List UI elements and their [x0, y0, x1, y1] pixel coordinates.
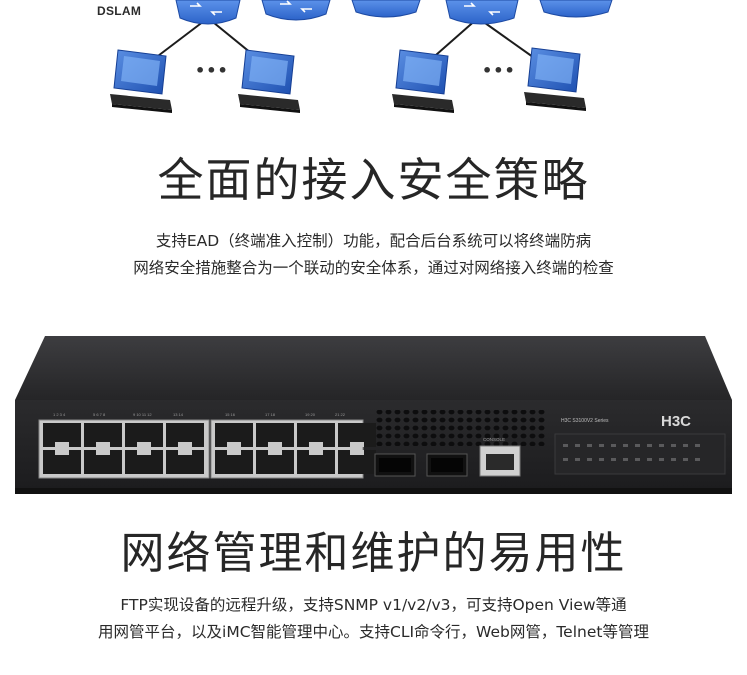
status-led — [659, 458, 664, 461]
status-led — [587, 444, 592, 447]
ellipsis-left: ••• — [195, 61, 229, 80]
svg-text:1 2 3 4: 1 2 3 4 — [53, 412, 66, 417]
status-led — [695, 444, 700, 447]
rj45-port-notch — [55, 450, 69, 455]
security-policy-title: 全面的接入安全策略 — [157, 153, 590, 207]
switch-icon — [261, 0, 331, 21]
rj45-port-notch — [350, 442, 364, 447]
status-led — [671, 444, 676, 447]
sfp-slot — [426, 453, 468, 477]
status-led — [695, 458, 700, 461]
status-led — [611, 444, 616, 447]
switch-icon — [539, 0, 613, 18]
model-label: H3C S3100V2 Series — [561, 418, 609, 424]
status-led — [563, 458, 568, 461]
svg-text:19 20: 19 20 — [305, 412, 316, 417]
network-diagram: DSLAM ••• ••• — [0, 0, 747, 115]
status-led — [659, 444, 664, 447]
rj45-port-notch — [227, 442, 241, 447]
rj45-port-notch — [178, 442, 192, 447]
switch-chassis: 1 2 3 4 5 6 7 8 9 10 11 12 13 14 15 16 17 1… — [15, 336, 732, 494]
rj45-port-notch — [309, 450, 323, 455]
description-line: 网络安全措施整合为一个联动的安全体系，通过对网络接入终端的检查 — [133, 259, 614, 277]
rj45-port-notch — [137, 450, 151, 455]
rj45-port-notch — [227, 450, 241, 455]
rj45-port-notch — [178, 450, 192, 455]
computer-icon — [110, 49, 172, 113]
management-usability-title: 网络管理和维护的易用性 — [120, 528, 627, 579]
svg-text:9 10 11 12: 9 10 11 12 — [133, 412, 152, 417]
rj45-port-notch — [55, 442, 69, 447]
status-led — [635, 444, 640, 447]
dslam-label: DSLAM — [97, 4, 142, 18]
security-policy-description: 支持EAD（终端准入控制）功能，配合后台系统可以将终端防病 网络安全措施整合为一… — [0, 228, 747, 282]
status-led — [635, 458, 640, 461]
rj45-port-notch — [96, 442, 110, 447]
ellipsis-right: ••• — [482, 61, 516, 80]
computer-icon — [524, 47, 586, 111]
network-topology-graphic — [110, 0, 613, 113]
status-led — [623, 444, 628, 447]
management-usability-description: FTP实现设备的远程升级，支持SNMP v1/v2/v3，可支持Open Vie… — [0, 592, 747, 646]
status-led — [683, 458, 688, 461]
switch-icon — [175, 0, 241, 25]
svg-text:13 14: 13 14 — [173, 412, 184, 417]
svg-text:5 6 7 8: 5 6 7 8 — [93, 412, 106, 417]
switch-icon — [445, 0, 519, 25]
status-led — [611, 458, 616, 461]
computer-icon — [238, 49, 300, 113]
console-label: CONSOLE — [483, 437, 505, 442]
switch-icon — [351, 0, 421, 18]
status-led — [575, 458, 580, 461]
rj45-port-notch — [309, 442, 323, 447]
console-port — [479, 445, 521, 477]
status-led — [575, 444, 580, 447]
status-led — [599, 444, 604, 447]
status-led — [683, 444, 688, 447]
brand-logo: H3C — [661, 413, 691, 430]
sfp-slot — [374, 453, 416, 477]
description-line: 用网管平台，以及iMC智能管理中心。支持CLI命令行，Web网管，Telnet等… — [98, 623, 649, 641]
status-led — [563, 444, 568, 447]
rj45-port-notch — [350, 450, 364, 455]
status-led — [647, 458, 652, 461]
description-line: 支持EAD（终端准入控制）功能，配合后台系统可以将终端防病 — [155, 232, 592, 250]
description-line: FTP实现设备的远程升级，支持SNMP v1/v2/v3，可支持Open Vie… — [120, 596, 627, 614]
rj45-port-notch — [96, 450, 110, 455]
status-led — [647, 444, 652, 447]
status-led — [623, 458, 628, 461]
svg-text:21 22: 21 22 — [335, 412, 346, 417]
switch-device-image: 1 2 3 4 5 6 7 8 9 10 11 12 13 14 15 16 17 1… — [15, 336, 732, 496]
computer-icon — [392, 49, 454, 113]
status-led — [587, 458, 592, 461]
status-led-panel — [554, 433, 726, 475]
rj45-port-notch — [137, 442, 151, 447]
svg-text:17 18: 17 18 — [265, 412, 276, 417]
svg-text:15 16: 15 16 — [225, 412, 236, 417]
rj45-port-notch — [268, 442, 282, 447]
status-led — [671, 458, 676, 461]
status-led — [599, 458, 604, 461]
vent-grille — [375, 410, 545, 446]
rj45-port-notch — [268, 450, 282, 455]
